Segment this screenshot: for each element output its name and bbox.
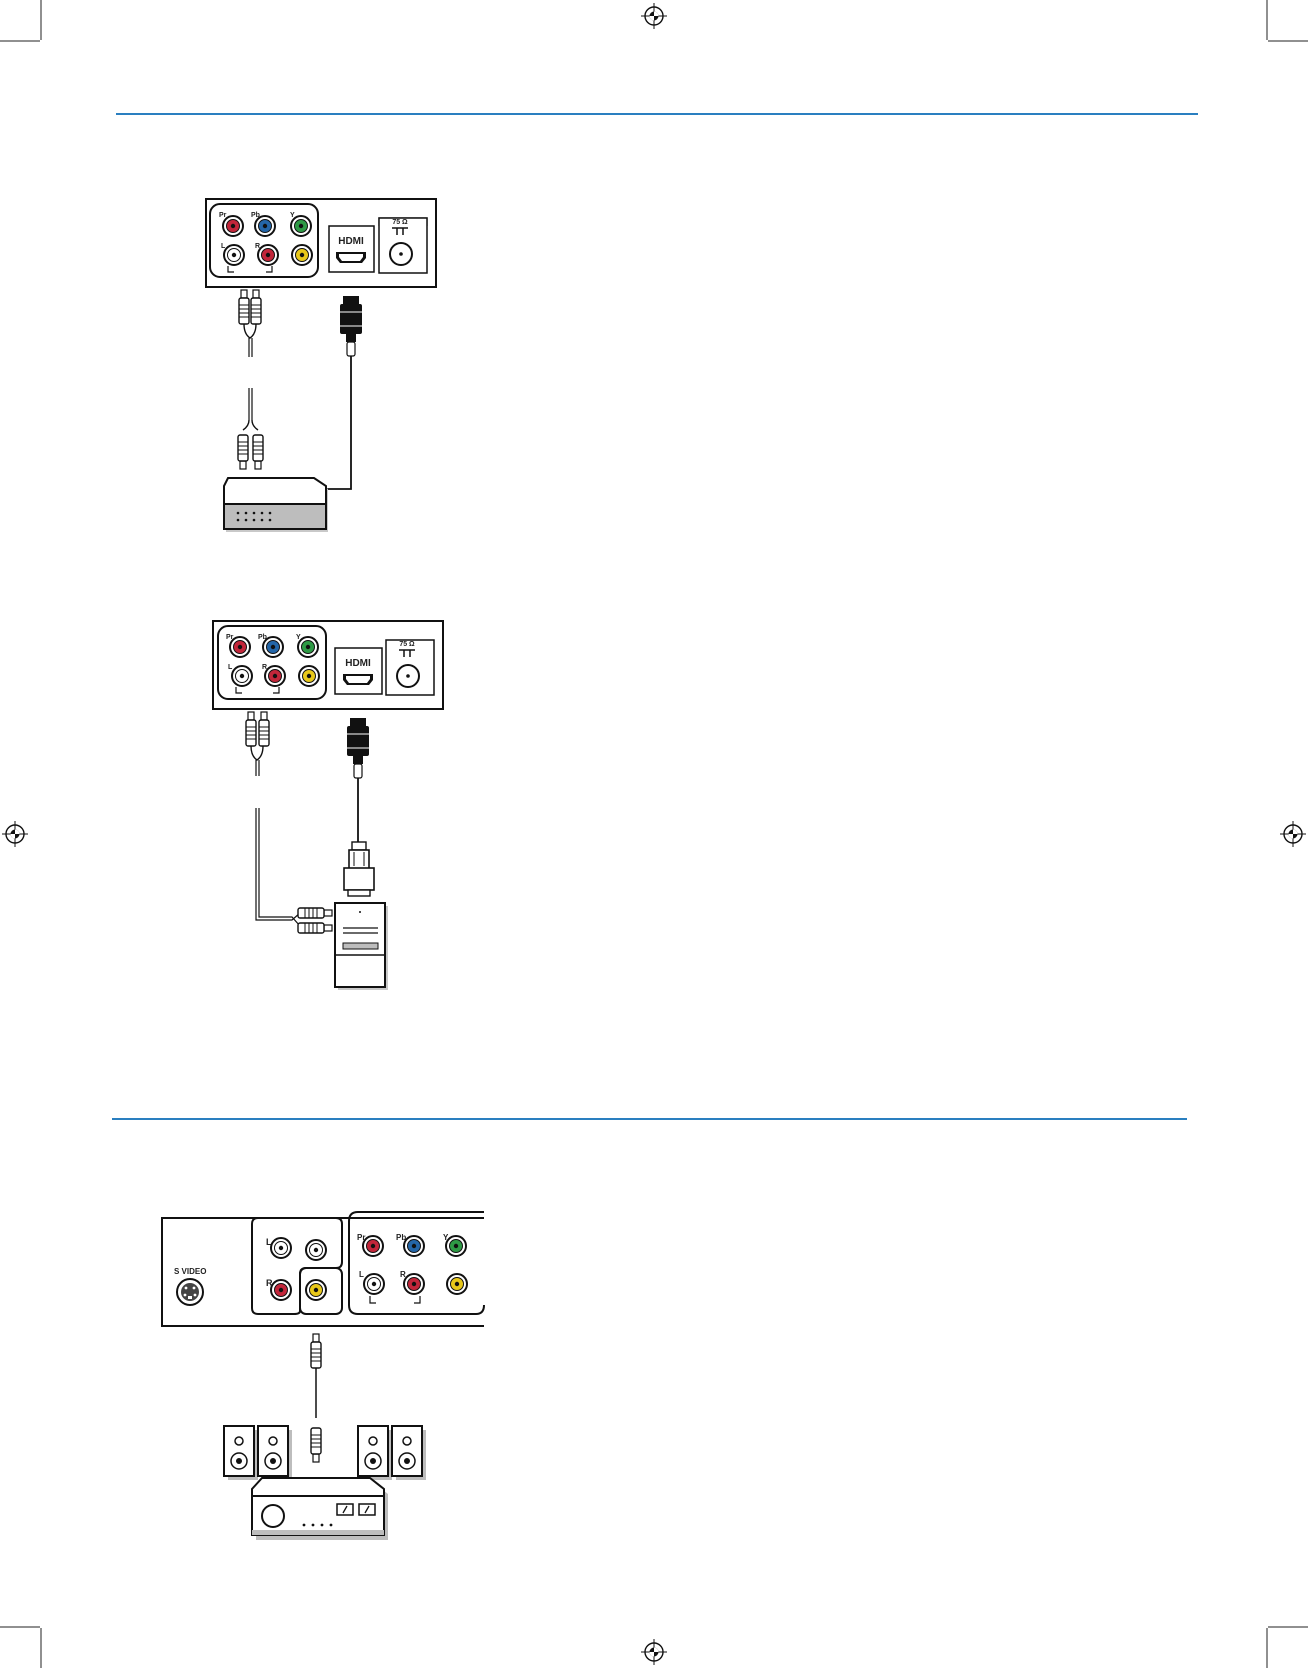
jack-video (291, 244, 313, 266)
antenna-label: 75 Ω (399, 641, 415, 648)
label-pb: Pb (251, 212, 260, 219)
audio-cable (237, 289, 264, 470)
set-top-box-icon (223, 477, 328, 532)
diagram-hdmi-settopbox: Pr Pb Y L R HDMI 75 Ω (205, 198, 437, 532)
jack-audio-out (305, 1239, 327, 1261)
pc-tower-icon (334, 902, 388, 990)
volume-knob (261, 1504, 285, 1528)
component-group (348, 1211, 485, 1315)
jack-pb (254, 215, 276, 237)
jack-audio-l2 (363, 1273, 385, 1295)
hdmi-dvi-cable (343, 718, 375, 897)
hdmi-label: HDMI (345, 658, 371, 669)
label-l: L (266, 1237, 272, 1247)
svideo-jack (176, 1278, 204, 1306)
label-r: R (255, 243, 260, 250)
label-l2: L (359, 1270, 364, 1279)
label-y: Y (296, 634, 301, 641)
jack-pr (362, 1235, 384, 1257)
jack-y (290, 215, 312, 237)
antenna-label: 75 Ω (392, 219, 408, 226)
label-pb: Pb (396, 1233, 406, 1242)
label-r: R (262, 664, 267, 671)
jack-video (305, 1279, 327, 1301)
hdmi-label: HDMI (338, 236, 364, 247)
label-pr: Pr (226, 634, 234, 641)
audio-cable (245, 711, 333, 934)
jack-audio-r (270, 1279, 292, 1301)
hdmi-cable (326, 296, 362, 490)
label-pr: Pr (357, 1233, 365, 1242)
label-l: L (228, 664, 233, 671)
label-pr: Pr (219, 212, 227, 219)
jack-y (297, 636, 319, 658)
tv-side-panel (161, 1217, 484, 1327)
diagram-hdmi-pc: Pr Pb Y L R HDMI 75 Ω (212, 620, 444, 990)
label-r2: R (400, 1270, 406, 1279)
label-r: R (266, 1278, 273, 1288)
jack-audio-l (223, 244, 245, 266)
label-pb: Pb (258, 634, 267, 641)
diagram-audio-out-amplifier: S VIDEO L R Pr Pb Y L R (161, 1211, 485, 1540)
jack-pr (222, 215, 244, 237)
jack-audio-r (264, 665, 286, 687)
jack-video2 (446, 1273, 468, 1295)
speakers-icon (223, 1425, 426, 1480)
jack-audio-r2 (403, 1273, 425, 1295)
hdmi-port-frame (334, 647, 383, 695)
label-l: L (221, 243, 226, 250)
jack-pb (403, 1235, 425, 1257)
label-y: Y (443, 1233, 449, 1242)
label-y: Y (290, 212, 295, 219)
audio-cable (310, 1333, 322, 1463)
amplifier-with-speakers-icon (251, 1477, 388, 1540)
hdmi-port-frame (328, 225, 375, 273)
jack-y (445, 1235, 467, 1257)
jack-audio-r (257, 244, 279, 266)
jack-audio-l (270, 1237, 292, 1259)
jack-video (298, 665, 320, 687)
svideo-label: S VIDEO (174, 1267, 206, 1276)
jack-audio-l (231, 665, 253, 687)
